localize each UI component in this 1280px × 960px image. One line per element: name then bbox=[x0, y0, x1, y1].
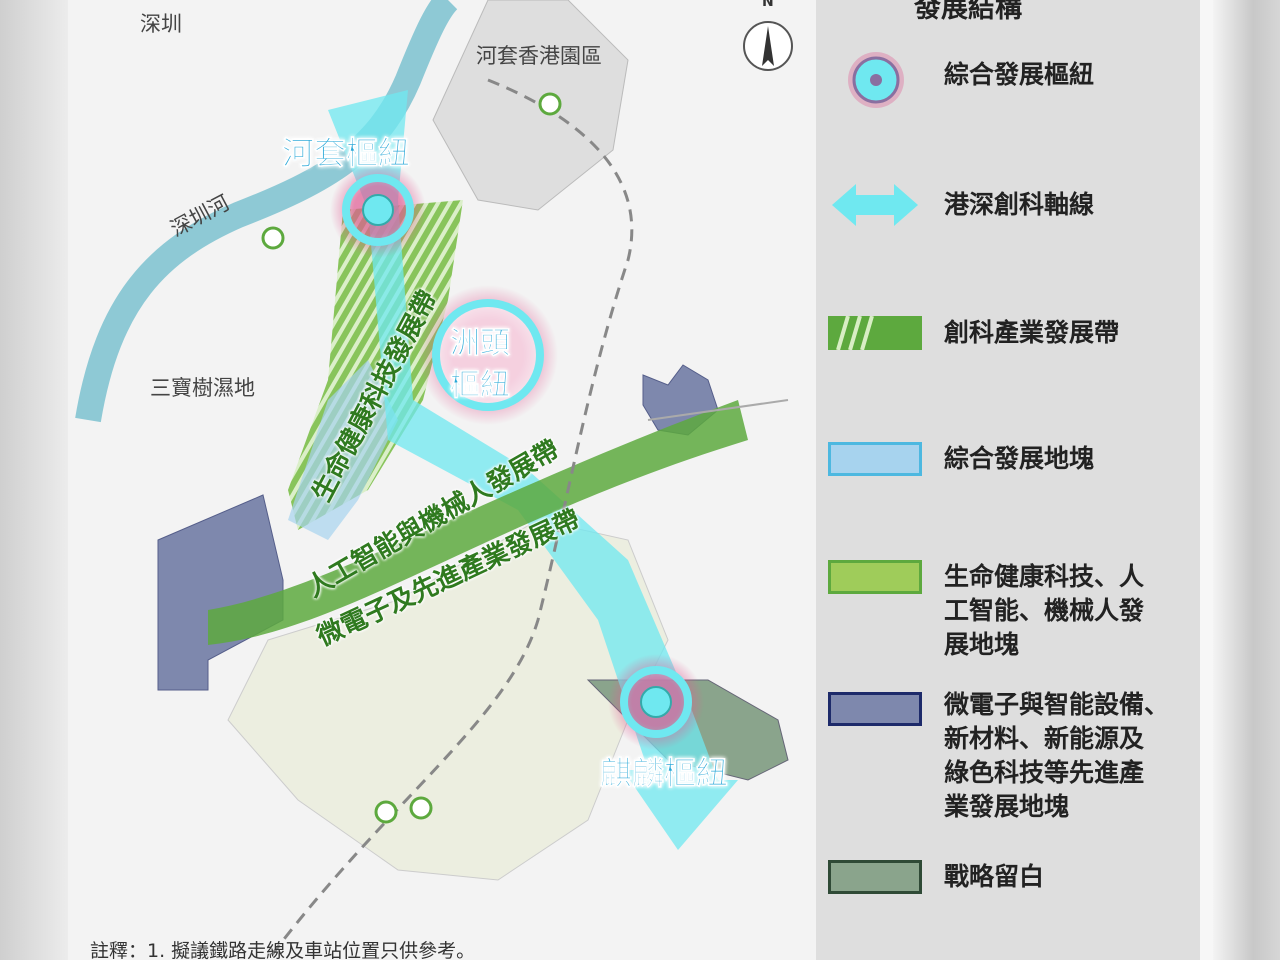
legend-label: 生命健康科技、人 bbox=[944, 562, 1145, 591]
green-swatch bbox=[828, 560, 922, 594]
label-loop-park: 河套香港園區 bbox=[476, 44, 602, 68]
legend-label: 工智能、機械人發 bbox=[944, 596, 1145, 625]
legend-label: 新材料、新能源及 bbox=[944, 724, 1145, 753]
grey-green-swatch bbox=[828, 860, 922, 894]
legend-label: 微電子與智能設備、 bbox=[944, 690, 1170, 719]
blurred-right-margin bbox=[1213, 0, 1280, 960]
advanced-industry-block bbox=[157, 494, 284, 691]
legend-title: 發展結構 bbox=[914, 0, 1022, 24]
label-kwu-tung-hub: 麒麟樞紐 bbox=[600, 754, 729, 793]
label-chau-tau-hub-2: 樞紐 bbox=[450, 368, 511, 404]
blurred-left-margin bbox=[0, 0, 68, 960]
shenzhen-river bbox=[75, 0, 458, 423]
legend-label: 創科產業發展帶 bbox=[944, 318, 1120, 347]
legend-border bbox=[1200, 0, 1213, 960]
ai-robotics-belt bbox=[208, 400, 748, 645]
label-wetland: 三寶樹濕地 bbox=[150, 376, 255, 400]
station-icon bbox=[261, 226, 285, 250]
map-graphic bbox=[75, 0, 793, 960]
legend-label: 綠色科技等先進產 bbox=[944, 758, 1145, 787]
north-label: N bbox=[762, 0, 774, 10]
road bbox=[647, 399, 789, 421]
legend-label: 綜合發展樞紐 bbox=[944, 60, 1095, 89]
north-arrow-icon bbox=[743, 21, 793, 71]
label-chau-tau-hub-1: 洲頭 bbox=[450, 326, 511, 362]
legend-label: 港深創科軸線 bbox=[944, 190, 1095, 219]
mixed-use-land bbox=[288, 360, 398, 540]
double-arrow-icon bbox=[832, 184, 918, 226]
map-note: 註釋：1. 擬議鐵路走線及車站位置只供參考。 bbox=[90, 940, 476, 960]
legend-panel: 發展結構 綜合發展樞紐 港深創科軸線 創科產業發展帶 綜合發展地塊 生命健康科技… bbox=[816, 0, 1200, 960]
bus-icon bbox=[409, 796, 433, 820]
light-blue-swatch bbox=[828, 442, 922, 476]
label-loop-hub: 河套樞紐 bbox=[282, 134, 411, 173]
legend-label: 戰略留白 bbox=[944, 862, 1045, 891]
hatched-green-band-icon bbox=[828, 316, 922, 350]
label-shenzhen: 深圳 bbox=[140, 12, 182, 36]
legend-label: 綜合發展地塊 bbox=[944, 444, 1095, 473]
legend-label: 展地塊 bbox=[944, 630, 1020, 659]
loop-park-area bbox=[432, 0, 629, 211]
hub-kwu-tung-icon bbox=[608, 654, 704, 750]
proposed-railway bbox=[266, 78, 634, 960]
station-icon bbox=[374, 800, 398, 824]
map-area: N 深圳 河套香港園區 深圳河 三寶樹濕地 河套樞紐 洲頭 樞紐 麒麟樞紐 生命… bbox=[68, 0, 816, 960]
hub-ring-icon bbox=[848, 52, 904, 108]
station-icon bbox=[538, 92, 562, 116]
hub-loop-icon bbox=[330, 162, 426, 258]
hub-chau-tau-icon bbox=[418, 285, 558, 425]
urban-area bbox=[227, 519, 669, 881]
navy-swatch bbox=[828, 692, 922, 726]
legend-label: 業發展地塊 bbox=[944, 792, 1070, 821]
